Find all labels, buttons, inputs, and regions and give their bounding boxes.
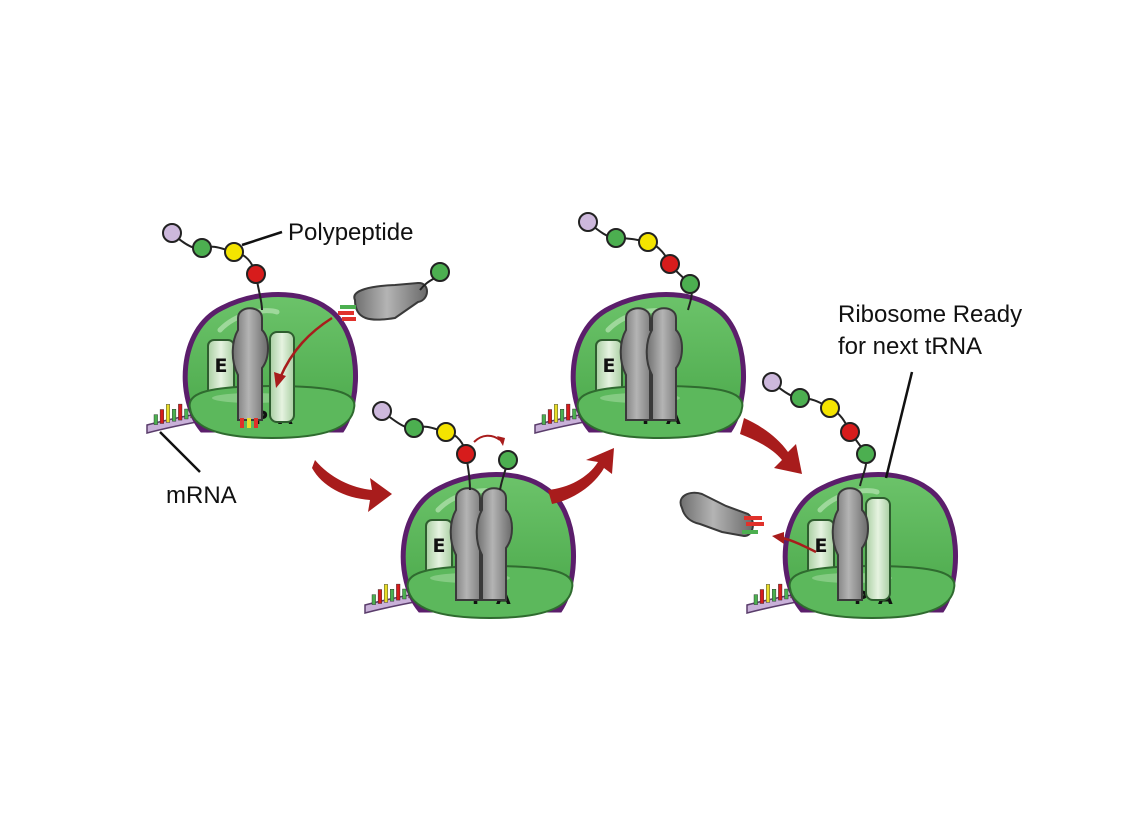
codon-bar	[547, 409, 552, 424]
codon-bar	[371, 594, 376, 605]
a-site-trna	[475, 487, 513, 601]
step-2-ribosome	[364, 475, 574, 619]
amino-acid-green	[192, 238, 212, 258]
codon-bar	[778, 583, 783, 601]
step-1-ribosome	[146, 295, 356, 439]
incoming-amino-acid	[430, 262, 450, 282]
polypeptide-leader-line	[241, 230, 283, 247]
codon-bar	[566, 403, 571, 421]
codon-bar	[753, 594, 758, 605]
codon-bar	[383, 584, 388, 603]
mrna-leader-line	[159, 431, 201, 473]
step-4-ribosome	[746, 475, 956, 619]
p-site-trna	[831, 487, 869, 601]
codon-bar	[553, 404, 558, 423]
codon-bar	[390, 588, 395, 602]
codon-bar	[765, 584, 770, 603]
codon-bar	[159, 409, 164, 424]
codon-bar	[772, 588, 777, 602]
peptide-transfer-arrow	[473, 434, 501, 443]
amino-acid-purple	[162, 223, 182, 243]
amino-acid-red	[246, 264, 266, 284]
codon-bar	[165, 404, 170, 423]
p-site-trna	[231, 307, 269, 421]
ribosome-ready-leader-line	[884, 371, 914, 479]
polypeptide-label: Polypeptide	[288, 219, 413, 246]
codon-bar	[402, 588, 407, 600]
codon-bar	[572, 408, 577, 420]
codon-bar	[784, 588, 789, 600]
codon-bar	[396, 583, 401, 601]
exiting-trna	[679, 491, 764, 538]
step-arrow-2	[548, 448, 614, 504]
codon-bar	[172, 408, 177, 422]
step-3-ribosome	[534, 295, 744, 439]
codon-bar	[153, 414, 158, 425]
a-site-trna	[645, 307, 683, 421]
mrna-label: mRNA	[166, 482, 237, 509]
codon-bar	[560, 408, 565, 422]
incoming-trna	[338, 275, 439, 321]
ribosome-ready-label-line2: for next tRNA	[838, 333, 982, 360]
ribosome-ready-label-line1: Ribosome Ready	[838, 301, 1022, 328]
codon-bar	[377, 589, 382, 604]
a-site-empty	[865, 497, 891, 601]
codon-bar	[759, 589, 764, 604]
codon-bar	[178, 403, 183, 421]
entry-arrow	[278, 316, 333, 379]
exit-arrow	[781, 536, 817, 554]
step-arrow-3	[740, 418, 802, 474]
codon-bar	[541, 414, 546, 425]
amino-acid-yellow	[224, 242, 244, 262]
codon-bar	[184, 408, 189, 420]
step-arrow-1	[312, 460, 392, 512]
